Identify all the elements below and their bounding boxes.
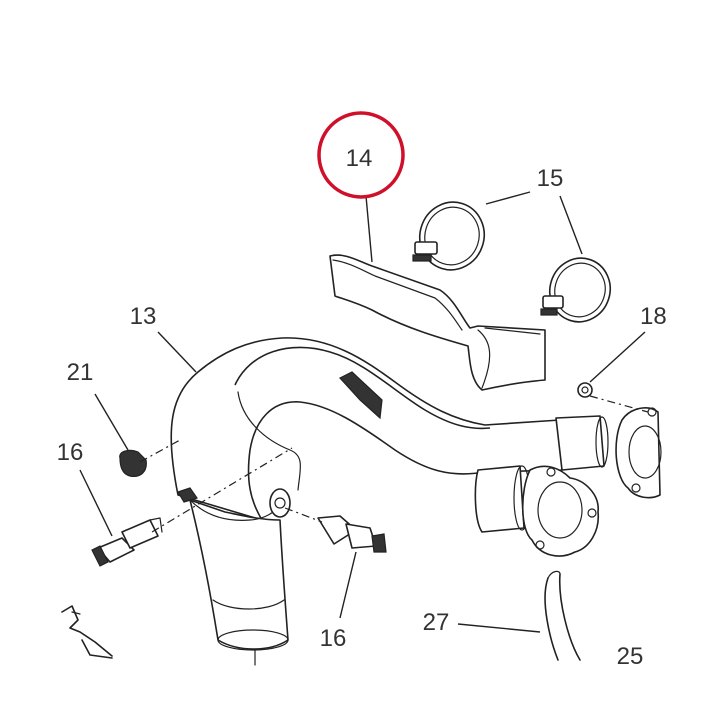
exhaust-flange-rear (615, 407, 662, 499)
sensor-bung (269, 488, 291, 518)
callout-16-right: 16 (320, 625, 347, 652)
leader-lines (79, 191, 646, 633)
callout-14: 14 (346, 145, 373, 172)
callout-16-left: 16 (57, 439, 84, 466)
hose-clamp-lower (540, 257, 611, 323)
bracket-partial (61, 605, 113, 659)
nut-18 (577, 382, 593, 398)
exhaust-header-pipe (170, 337, 609, 666)
callout-25: 25 (617, 643, 644, 670)
heat-shield (329, 254, 546, 391)
exhaust-flange-front (521, 465, 600, 557)
oxygen-sensor-left (91, 517, 163, 567)
highlight-circle (317, 111, 405, 199)
oxygen-sensor-right (317, 515, 387, 553)
callout-18: 18 (640, 303, 667, 330)
grommet-21 (119, 449, 147, 477)
hose-27 (544, 570, 581, 661)
callout-13: 13 (130, 303, 157, 330)
hose-clamp-upper (412, 201, 485, 271)
callout-15: 15 (537, 165, 564, 192)
callout-27: 27 (423, 609, 450, 636)
callout-21: 21 (67, 359, 94, 386)
assembly-center-lines (139, 395, 649, 533)
callout-labels: 14 15 13 18 21 16 16 27 25 (57, 145, 667, 670)
